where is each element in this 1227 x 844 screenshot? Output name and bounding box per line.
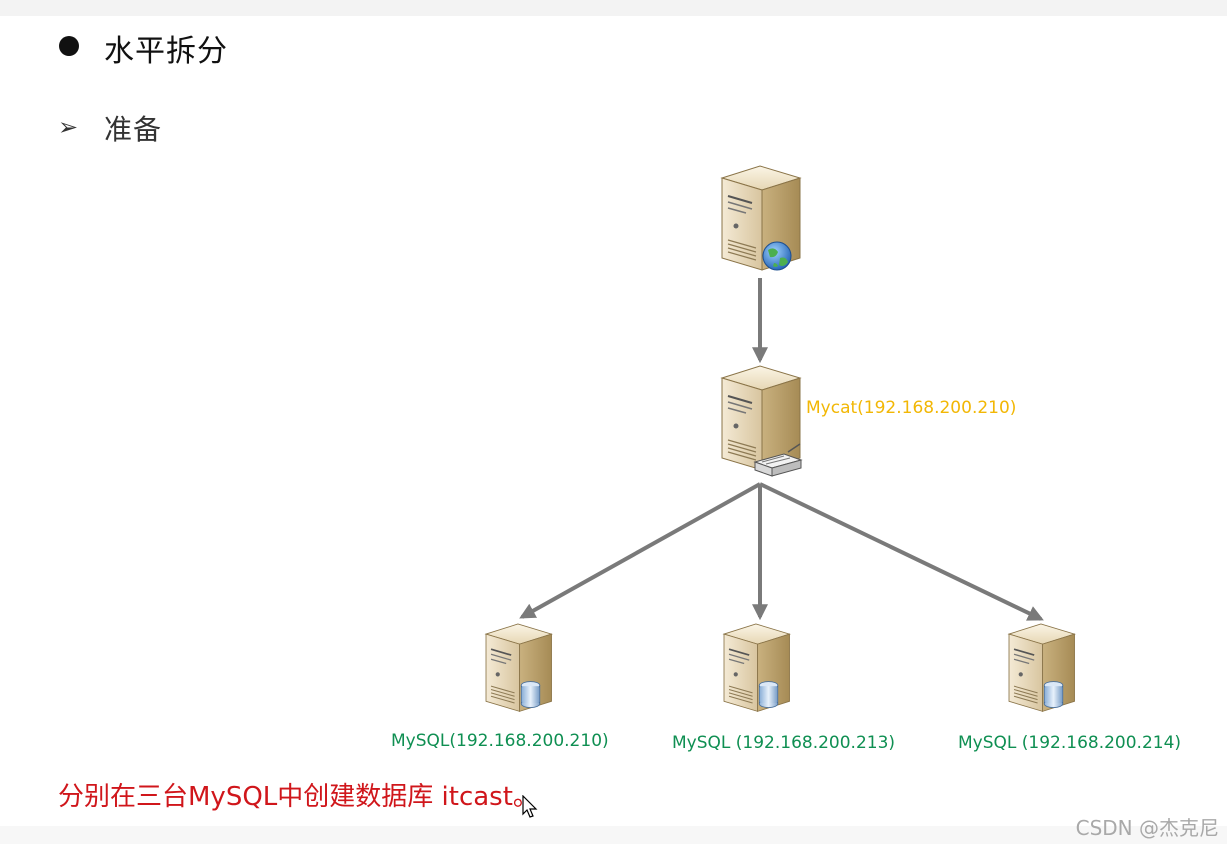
mysql3-server-icon bbox=[1008, 623, 1076, 713]
globe-icon bbox=[762, 241, 792, 271]
mouse-cursor-icon bbox=[522, 795, 538, 818]
client-server-icon bbox=[721, 165, 801, 271]
mycat-label: Mycat(192.168.200.210) bbox=[806, 398, 1017, 418]
database-icon bbox=[1043, 681, 1064, 709]
instruction-note: 分别在三台MySQL中创建数据库 itcast。 bbox=[58, 782, 539, 812]
database-icon bbox=[520, 681, 541, 709]
watermark: CSDN @杰克尼 bbox=[1075, 816, 1219, 840]
edge-mycat-mysql1 bbox=[519, 482, 761, 619]
router-icon bbox=[753, 443, 803, 477]
slide-subheading: 准备 bbox=[104, 113, 163, 146]
top-bar bbox=[0, 0, 1227, 16]
arrow-bullet-icon: ➢ bbox=[58, 113, 79, 141]
edge-mycat-mysql3 bbox=[759, 482, 1044, 621]
mysql1-server-icon bbox=[485, 623, 553, 713]
mysql3-label: MySQL (192.168.200.214) bbox=[958, 733, 1182, 753]
slide-heading: 水平拆分 bbox=[104, 34, 228, 69]
mysql1-label: MySQL(192.168.200.210) bbox=[391, 731, 609, 751]
mysql2-server-icon bbox=[723, 623, 791, 713]
bottom-bar bbox=[0, 826, 1227, 844]
database-icon bbox=[758, 681, 779, 709]
mysql2-label: MySQL (192.168.200.213) bbox=[672, 733, 896, 753]
mycat-server-icon bbox=[721, 365, 803, 477]
bullet-icon bbox=[59, 36, 79, 56]
